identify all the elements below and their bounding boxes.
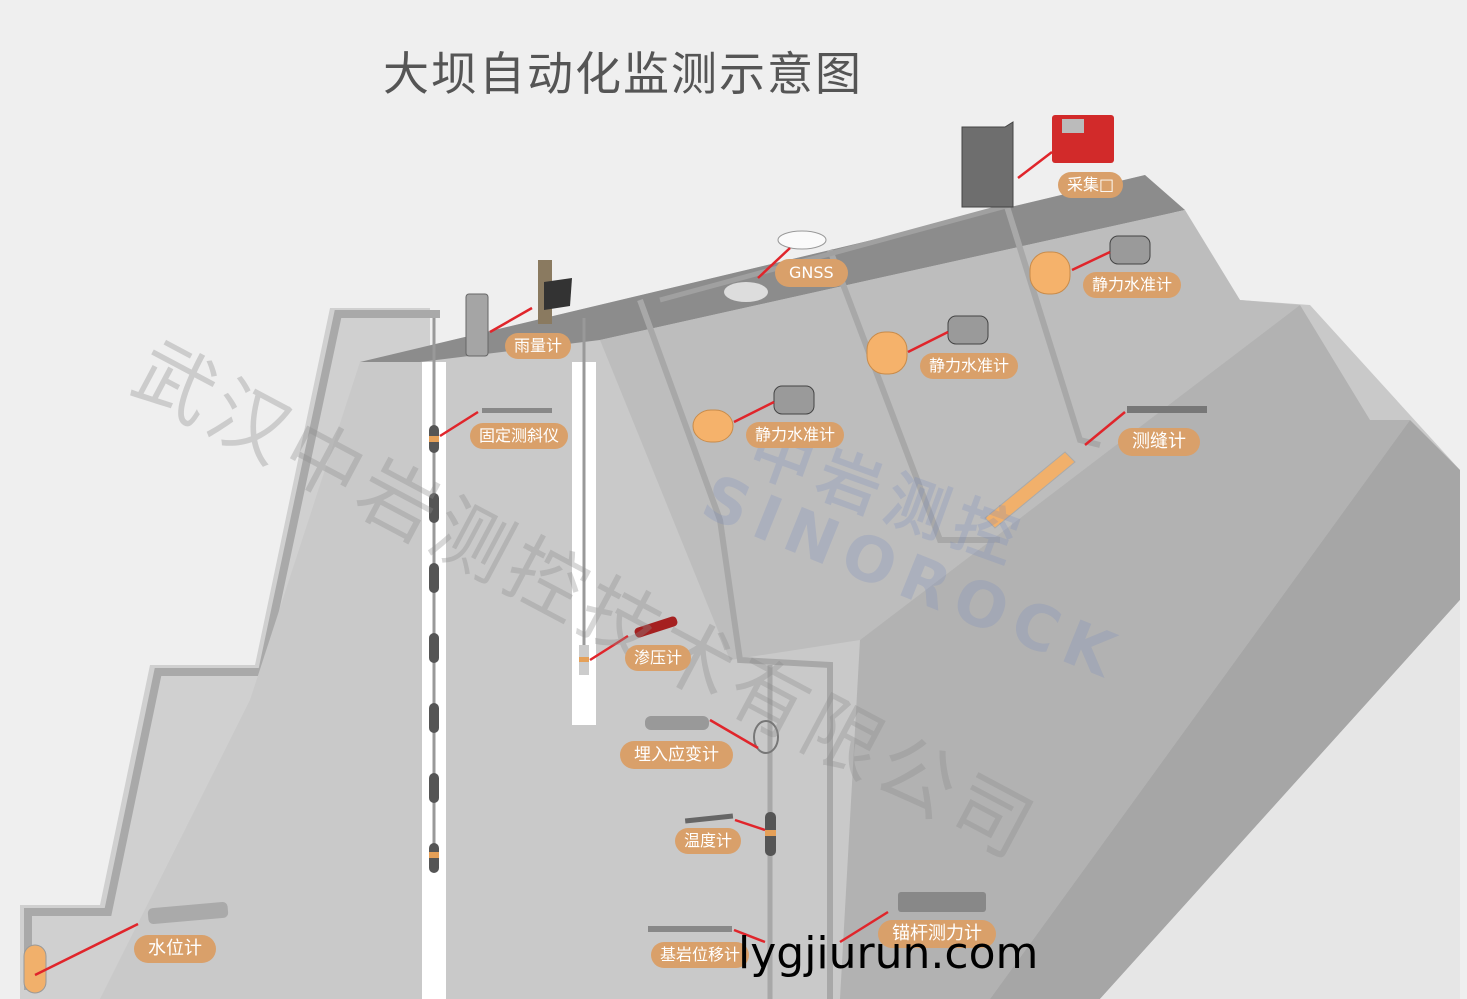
label-water-level: 水位计 [134, 935, 216, 963]
label-anchor-load: 锚杆测力计 [878, 920, 996, 948]
leader-lines [34, 151, 1126, 977]
label-inclinometer: 固定测斜仪 [470, 423, 569, 449]
label-hydrostatic-3: 静力水准计 [1083, 272, 1182, 298]
piezometer-sensor [634, 616, 678, 638]
dam-right-slope-1 [600, 210, 1300, 660]
label-joint-meter: 测缝计 [1118, 428, 1200, 456]
hydrostatic-sensors [773, 235, 1151, 415]
gnss-antenna [777, 230, 827, 250]
page-title: 大坝自动化监测示意图 [383, 47, 863, 101]
site-watermark: lygjiurun.com [738, 928, 1039, 979]
water-level-sensor [147, 901, 229, 925]
label-collector: 采集□ [1058, 172, 1124, 198]
label-extensometer: 基岩位移计 [651, 942, 750, 968]
label-rain-gauge: 雨量计 [505, 333, 572, 359]
dam-right-edge [1100, 600, 1460, 999]
label-hydrostatic-2: 静力水准计 [920, 353, 1019, 379]
thermometer-sensor [684, 813, 734, 824]
rain-gauge-body [465, 293, 489, 357]
strain-gauge-sensor [645, 716, 709, 730]
label-strain-gauge: 埋入应变计 [620, 741, 733, 769]
label-gnss: GNSS [775, 259, 848, 287]
cabinet [961, 121, 1014, 208]
dam-right-slope-2 [840, 305, 1410, 999]
extensometer-sensor [648, 926, 732, 932]
anchor-load-sensor [898, 892, 986, 912]
label-hydrostatic-1: 静力水准计 [746, 422, 845, 448]
label-piezometer: 渗压计 [625, 645, 692, 671]
fixed-inclinometer-sensor [482, 408, 552, 413]
dam-left-outline [24, 310, 440, 990]
inclinometer-probes [429, 425, 439, 873]
dam-right-slope-3 [990, 420, 1460, 999]
joint-meter-plate [984, 451, 1076, 529]
hydrostatic-tanks [692, 251, 1071, 443]
label-thermometer: 温度计 [675, 828, 742, 854]
